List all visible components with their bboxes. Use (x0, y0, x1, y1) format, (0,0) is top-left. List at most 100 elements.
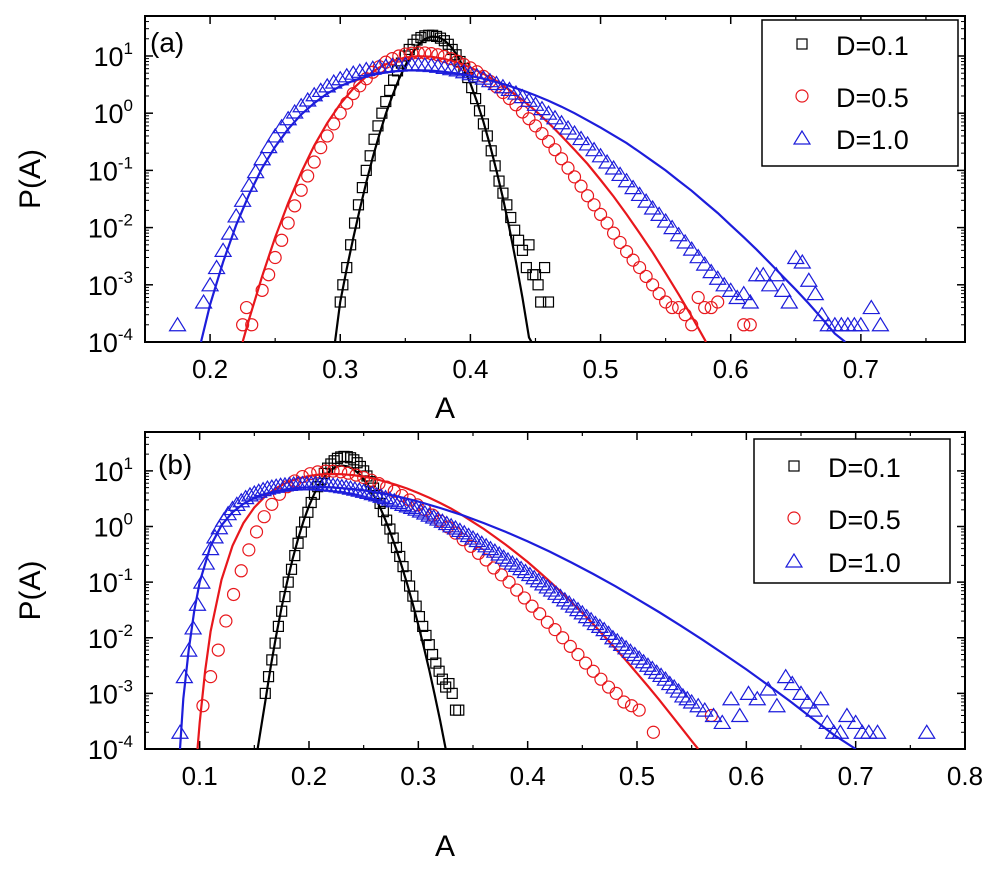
panel-a-series-d-1-0-point (246, 163, 265, 179)
panel-a-series-d-0-1-point (477, 118, 490, 130)
panel-a-series-d-1-0-point (721, 282, 740, 297)
panel-b-series-d-0-1-point (279, 590, 291, 603)
panel-a-series-d-1-0-point (435, 59, 454, 75)
panel-b-series-d-0-1-point (377, 506, 389, 518)
panel-a-series-d-0-1-point (434, 32, 447, 44)
panel-b-series-d-0-1-point (449, 704, 462, 716)
panel-a-series-d-1-0-point (760, 276, 779, 292)
panel-a-series-d-0-1-point (430, 30, 443, 42)
panel-b-series-d-1-0-point (232, 492, 251, 508)
panel-b-series-d-1-0-point (538, 578, 557, 594)
panel-b-series-d-0-1-point (430, 657, 442, 669)
panel-b-series-d-1-0-point (564, 598, 583, 613)
panel-a-y-tick-label: 10-2 (88, 211, 133, 244)
panel-b-series-d-0-5-point (471, 546, 486, 560)
panel-a-series-d-1-0-point (344, 65, 363, 80)
panel-b-series-d-1-0-fit-line (178, 485, 857, 749)
panel-b-series-d-1-0-point (498, 551, 518, 567)
panel-b-series-d-0-1-point (384, 523, 396, 535)
panel-b-series-d-1-0-point (367, 486, 386, 502)
panel-a-series-d-0-1-point (334, 296, 346, 308)
panel-a-series-d-0-5-point (685, 318, 699, 332)
panel-b-series-d-0-5-point (533, 607, 547, 621)
panel-b-series-d-0-1-point (259, 687, 271, 699)
panel-a-series-d-1-0-point (591, 147, 610, 163)
panel-b-y-tick-label: 100 (93, 510, 133, 543)
panel-b-series-d-1-0-point (560, 594, 579, 610)
panel-a-series-d-1-0-point (558, 119, 578, 135)
panel-b-series-d-1-0-point (767, 697, 787, 713)
panel-a-series-d-0-5-point (652, 287, 666, 301)
panel-a-series-d-0-1-point (341, 261, 353, 274)
panel-a-series-d-1-0-point (689, 248, 708, 264)
panel-a-series-d-1-0-point (513, 88, 532, 104)
panel-b-y-tick-label: 10-1 (88, 565, 133, 598)
panel-a-series-d-1-0-point (532, 100, 552, 116)
panel-b-series-d-0-5-point (242, 543, 256, 557)
panel-a-series-d-0-1-point (415, 31, 427, 44)
panel-a-series-d-0-1-fit-line (333, 35, 533, 342)
panel-b-series-d-0-5-point (372, 477, 386, 491)
panel-a-series-d-0-5-point (275, 233, 289, 247)
panel-a-series-d-1-0-point (376, 58, 395, 73)
panel-a-series-d-0-5-point (672, 300, 686, 315)
panel-a-series-d-0-5-point (392, 49, 406, 63)
panel-a-series-d-1-0-point (734, 285, 753, 301)
panel-b-series-d-1-0-point (625, 646, 644, 662)
panel-b-series-d-1-0-point (656, 671, 675, 686)
panel-b-series-d-1-0-point (428, 510, 448, 526)
panel-a-series-d-0-5-point (437, 49, 451, 64)
panel-a-series-d-1-0-point (311, 82, 330, 98)
panel-a-panel-label: (a) (150, 27, 184, 58)
panel-a-y-tick-label: 10-1 (88, 153, 133, 186)
panel-a-series-d-0-1-point (450, 49, 462, 61)
panel-a-series-d-1-0-point (793, 253, 812, 269)
panel-a-legend-box (761, 19, 959, 167)
panel-a-series-d-0-5-point (281, 216, 295, 230)
panel-a-series-d-0-5-point (541, 134, 556, 149)
panel-a-series-d-1-0-point (695, 255, 714, 271)
panel-a-series-d-1-0-point (253, 150, 272, 166)
panel-a-series-d-1-0-point (539, 105, 558, 120)
panel-a-series-d-0-5-point (327, 117, 341, 131)
panel-b-series-d-0-5-point (646, 725, 661, 739)
panel-b-series-d-0-5-point (548, 623, 562, 637)
panel-b-series-d-1-0-point (507, 557, 526, 572)
panel-a-legend-series-d-1-0-label: D=1.0 (836, 125, 909, 155)
panel-a-series-d-1-0-point (728, 289, 747, 305)
panel-b-series-d-1-0-point (477, 537, 496, 553)
panel-a-series-d-1-0-point (669, 226, 688, 242)
panel-b-series-d-1-0-point (494, 549, 513, 564)
panel-a-series-d-1-0-point (233, 192, 252, 207)
panel-a-series-d-0-1-point (532, 279, 544, 291)
panel-b-series-d-0-5-point (234, 564, 248, 578)
panel-b-series-d-1-0-point (446, 519, 465, 535)
panel-b-legend-series-d-0-1-label: D=0.1 (828, 453, 901, 483)
panel-b-series-d-1-0-point (525, 569, 544, 585)
panel-b-series-d-0-1-point (351, 457, 363, 469)
panel-b-series-d-0-1-point (341, 451, 353, 463)
panel-b-series-d-0-5-point (624, 699, 639, 713)
panel-b-series-d-0-5-point (632, 703, 646, 717)
panel-a-series-d-1-0-point (578, 135, 597, 151)
panel-a-series-d-0-5-point (307, 155, 321, 169)
panel-a-series-d-1-0-point (773, 282, 792, 297)
panel-b-series-d-0-1-point (282, 576, 294, 588)
panel-b-series-d-1-0-point (503, 554, 522, 570)
panel-a-series-d-0-5-point (340, 96, 354, 110)
panel-a-series-d-0-5-point (606, 226, 621, 240)
panel-a-series-d-0-5-point (239, 300, 254, 315)
panel-b-series-d-1-0-point (236, 489, 255, 505)
panel-b-x-tick-label: 0.4 (510, 761, 546, 791)
panel-b-series-d-0-1-point (285, 563, 298, 575)
panel-a-series-d-1-0-point (741, 293, 760, 309)
panel-a-series-d-1-0-point (350, 63, 369, 78)
panel-a-y-tick-label: 100 (93, 96, 133, 129)
panel-b-series-d-1-0-point (577, 608, 596, 624)
panel-b-series-d-1-0-point (463, 529, 483, 545)
panel-b-series-d-1-0-point (372, 488, 391, 503)
panel-a-series-d-0-5-point (639, 269, 653, 284)
panel-a-series-d-1-0-point (637, 192, 656, 208)
panel-b-series-d-1-0-point (868, 724, 887, 739)
